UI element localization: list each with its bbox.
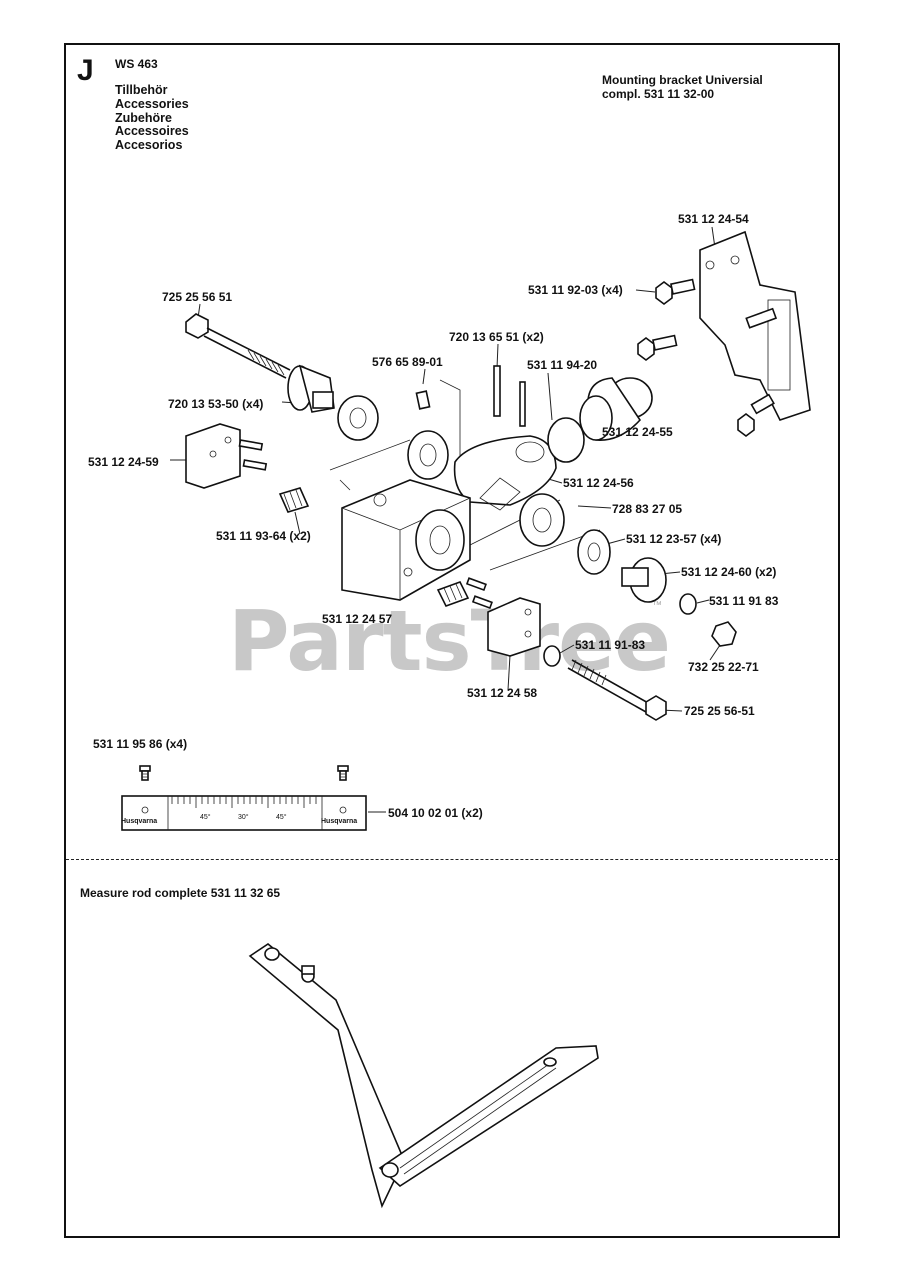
- label-531-11-91-83-b: 531 11 91-83: [575, 638, 646, 652]
- label-531-11-93-64: 531 11 93-64 (x2): [216, 529, 311, 543]
- label-531-12-23-57: 531 12 23-57 (x4): [626, 532, 722, 546]
- title-german: Zubehöre: [115, 110, 172, 125]
- kit-title: Mounting bracket Universial compl. 531 1…: [602, 73, 763, 101]
- label-531-11-94-20: 531 11 94-20: [527, 358, 598, 372]
- label-720-13-53-50: 720 13 53-50 (x4): [168, 397, 264, 411]
- pin: [415, 390, 431, 410]
- measure-rod-title: Measure rod complete 531 11 32 65: [80, 886, 281, 900]
- label-725-25-56-51-top: 725 25 56 51: [162, 290, 233, 304]
- screw-left: [139, 765, 151, 781]
- scale-angle-3: 45°: [276, 814, 287, 821]
- small-washer: [679, 593, 697, 615]
- o-ring: [547, 417, 585, 463]
- pin-long: [493, 365, 501, 417]
- washer-3: [519, 493, 565, 547]
- title-swedish: Tillbehör: [115, 83, 168, 97]
- label-531-11-92-03: 531 11 92-03 (x4): [528, 283, 623, 297]
- label-531-11-91-83-a: 531 11 91 83: [709, 594, 779, 608]
- spring-lower: [436, 577, 493, 610]
- scale-plate: [121, 795, 367, 831]
- measure-rod: [248, 943, 599, 1209]
- label-725-25-56-51-bottom: 725 25 56-51: [684, 704, 755, 718]
- label-531-12-24-57: 531 12 24 57: [322, 612, 393, 626]
- washer-1: [337, 395, 379, 441]
- main-block: [341, 479, 471, 601]
- shaft-knob: [621, 557, 667, 603]
- scale-angle-1: 45°: [200, 814, 211, 821]
- title-english: Accessories: [115, 96, 189, 111]
- label-576-65-89-01: 576 65 89-01: [372, 355, 443, 369]
- label-728-83-27-05: 728 83 27 05: [612, 502, 683, 516]
- clamp-plate-right: [487, 597, 541, 657]
- label-531-12-24-60: 531 12 24-60 (x2): [681, 565, 777, 579]
- label-531-12-24-55: 531 12 24-55: [602, 425, 673, 439]
- small-washer-lower: [543, 645, 561, 667]
- page-frame: [64, 43, 840, 1238]
- scale-angle-2: 30°: [238, 814, 249, 821]
- section-titles: Tillbehör Accessories Zubehöre Accessoir…: [115, 83, 189, 153]
- label-531-12-24-59: 531 12 24-59: [88, 455, 159, 469]
- nut: [711, 621, 737, 647]
- scale-brand-left: Husqvarna: [121, 818, 158, 825]
- bolt-top: [185, 313, 291, 379]
- scale-brand-right: Husqvarna: [321, 818, 358, 825]
- section-separator: [66, 859, 838, 860]
- spring-top: [278, 487, 310, 513]
- sleeve: [579, 377, 653, 441]
- pin-short: [519, 381, 526, 427]
- clamp-plate-left: [185, 423, 268, 489]
- screw-right: [337, 765, 349, 781]
- pivot-knob: [287, 364, 335, 413]
- title-spanish: Accesorios: [115, 138, 183, 153]
- label-531-12-24-54: 531 12 24-54: [678, 212, 749, 226]
- washer-4: [577, 529, 611, 575]
- bolt-lower: [567, 659, 667, 721]
- kit-title-line2: compl. 531 11 32-00: [602, 87, 715, 101]
- model-number: WS 463: [115, 57, 158, 71]
- label-531-11-95-86: 531 11 95 86 (x4): [93, 737, 188, 751]
- title-french: Accessoires: [115, 124, 189, 139]
- section-letter: J: [77, 54, 94, 87]
- label-720-13-65-51: 720 13 65 51 (x2): [449, 330, 544, 344]
- label-531-12-24-56: 531 12 24-56: [563, 476, 634, 490]
- label-732-25-22-71: 732 25 22-71: [688, 660, 759, 674]
- washer-2: [407, 430, 449, 480]
- plate-bolts: [637, 278, 778, 437]
- label-531-12-24-58: 531 12 24 58: [467, 686, 538, 700]
- kit-title-line1: Mounting bracket Universial: [602, 73, 763, 87]
- watermark-trademark: ™: [652, 600, 662, 611]
- label-504-10-02-01: 504 10 02 01 (x2): [388, 806, 483, 820]
